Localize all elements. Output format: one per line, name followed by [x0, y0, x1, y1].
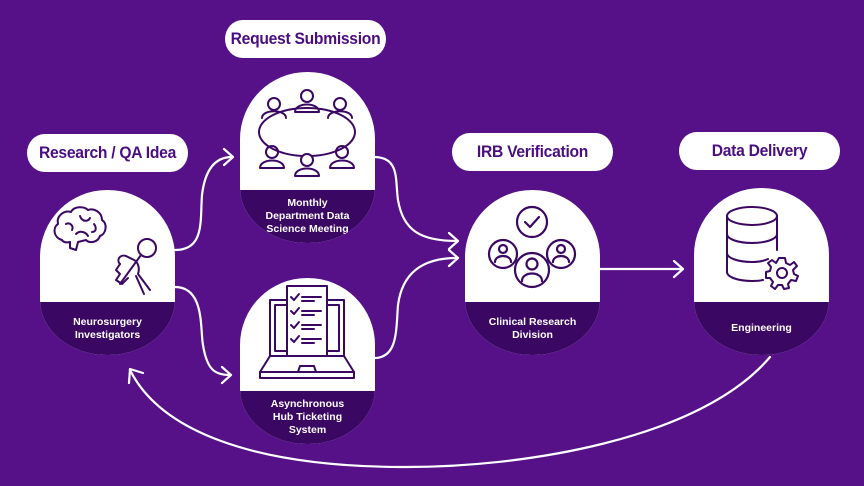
node-title: Clinical Research Division — [465, 302, 600, 355]
stage-label-request-submission: Request Submission — [225, 20, 386, 58]
meeting-table-icon — [240, 72, 375, 190]
arrowhead — [447, 248, 460, 268]
arrow-meeting-to-irb — [372, 155, 459, 243]
node-title: Neurosurgery Investigators — [40, 302, 175, 355]
brain-and-magnifier-icon — [40, 190, 175, 302]
arrow-investigators-to-ticketing — [173, 285, 232, 377]
node-engineering: Engineering — [694, 188, 829, 355]
arrowhead — [127, 367, 145, 385]
node-title: Asynchronous Hub Ticketing System — [240, 391, 375, 444]
node-neurosurgery-investigators: Neurosurgery Investigators — [40, 190, 175, 355]
arrowhead — [447, 231, 460, 251]
database-gear-icon — [694, 188, 829, 302]
arrow-investigators-to-meeting — [173, 155, 234, 252]
node-monthly-meeting: Monthly Department Data Science Meeting — [240, 72, 375, 243]
arrow-engineering-to-investigators — [128, 355, 772, 469]
node-title: Monthly Department Data Science Meeting — [240, 190, 375, 243]
stage-label-irb-verification: IRB Verification — [452, 133, 613, 171]
stage-label-research-idea: Research / QA Idea — [27, 134, 188, 172]
arrow-ticketing-to-irb — [372, 256, 459, 360]
node-clinical-research-division: Clinical Research Division — [465, 190, 600, 355]
node-title: Engineering — [694, 302, 829, 355]
arrowhead — [672, 259, 685, 279]
team-verified-icon — [465, 190, 600, 302]
laptop-checklist-icon — [240, 278, 375, 390]
stage-label-data-delivery: Data Delivery — [679, 132, 840, 170]
arrowhead — [222, 147, 235, 167]
arrowhead — [220, 365, 233, 385]
node-hub-ticketing: Asynchronous Hub Ticketing System — [240, 278, 375, 444]
